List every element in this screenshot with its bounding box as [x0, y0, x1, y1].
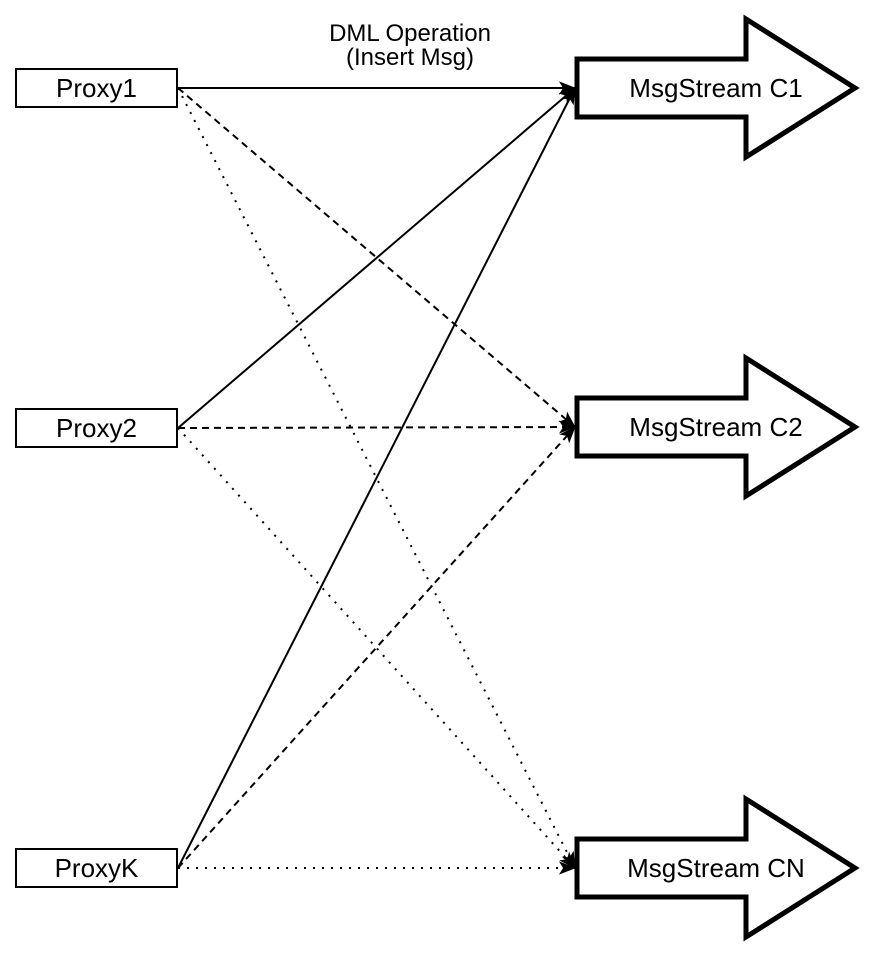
- msgstream-c1-arrow-shape: [574, 14, 860, 162]
- edge-proxy1-c2: [177, 87, 576, 428]
- edge-proxy1-cn: [177, 87, 576, 869]
- annotation-line2: (Insert Msg): [345, 43, 474, 71]
- msgstream-cn-arrow-shape: [574, 794, 860, 942]
- msgstream-c1-text: MsgStream C1: [629, 73, 803, 103]
- msgstream-cn-text: MsgStream CN: [627, 853, 805, 883]
- proxy1-node: Proxy1: [15, 68, 178, 108]
- proxyk-label: ProxyK: [54, 853, 139, 883]
- msgstream-c2-arrow-shape: [574, 353, 860, 501]
- proxy1-label: Proxy1: [56, 73, 137, 103]
- annotation-line1: DML Operation: [329, 20, 491, 47]
- proxyk-node: ProxyK: [15, 848, 178, 888]
- edge-proxy2-c1: [177, 87, 576, 429]
- edge-proxyk-c1: [177, 87, 576, 869]
- edge-annotation: DML Operation (Insert Msg): [295, 22, 525, 69]
- edge-proxyk-c2: [177, 426, 576, 869]
- msgstream-c2-label: MsgStream C2: [586, 410, 846, 444]
- proxy2-node: Proxy2: [15, 408, 178, 448]
- proxy2-label: Proxy2: [56, 413, 137, 443]
- msgstream-c1-label: MsgStream C1: [586, 71, 846, 105]
- msgstream-cn-label: MsgStream CN: [586, 851, 846, 885]
- msgstream-c2-text: MsgStream C2: [629, 412, 803, 442]
- edge-proxy2-c2: [177, 420, 576, 434]
- edges-group: [177, 81, 576, 875]
